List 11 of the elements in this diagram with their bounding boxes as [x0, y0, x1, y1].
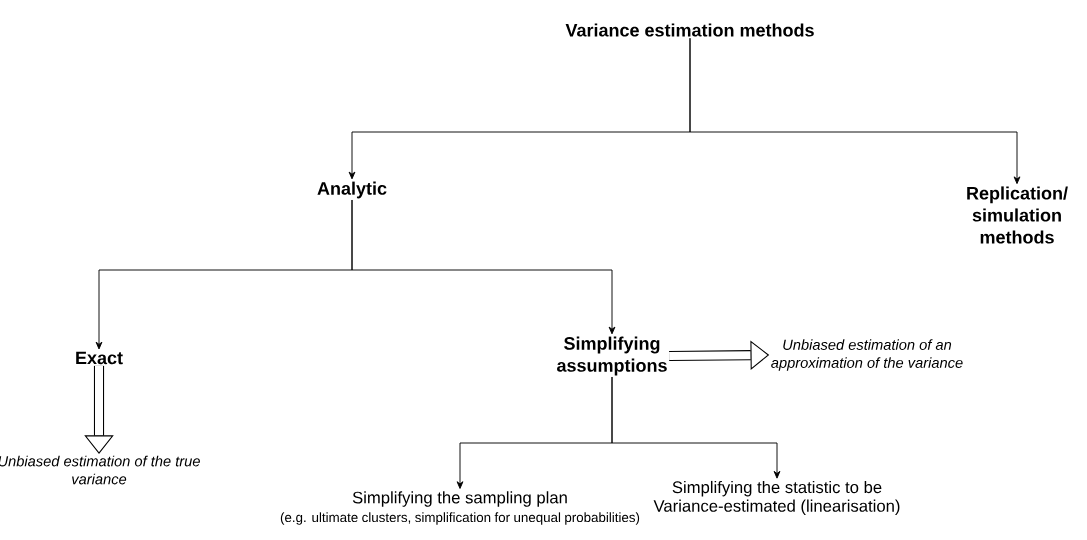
method-label: Simplifying the statistic to be Variance-estimated (linearisation): [653, 480, 900, 516]
note-text: Unbiased estimation of an approximation of the variance: [771, 339, 963, 371]
arrow: [611, 376, 781, 479]
heading-label: Analytic: [317, 181, 387, 199]
heading-label: Variance estimation methods: [565, 23, 814, 37]
arrow: [689, 37, 1021, 185]
arrow: [351, 199, 616, 335]
heading-label: Simplifying assumptions: [557, 336, 667, 376]
method-label: Simplifying the sampling plan (e.g. ultimate clusters, simplification for unequal probabilities): [280, 491, 640, 525]
heading-label: Exact: [76, 351, 123, 365]
heading-label: Replication/ simulation methods: [967, 186, 1068, 244]
